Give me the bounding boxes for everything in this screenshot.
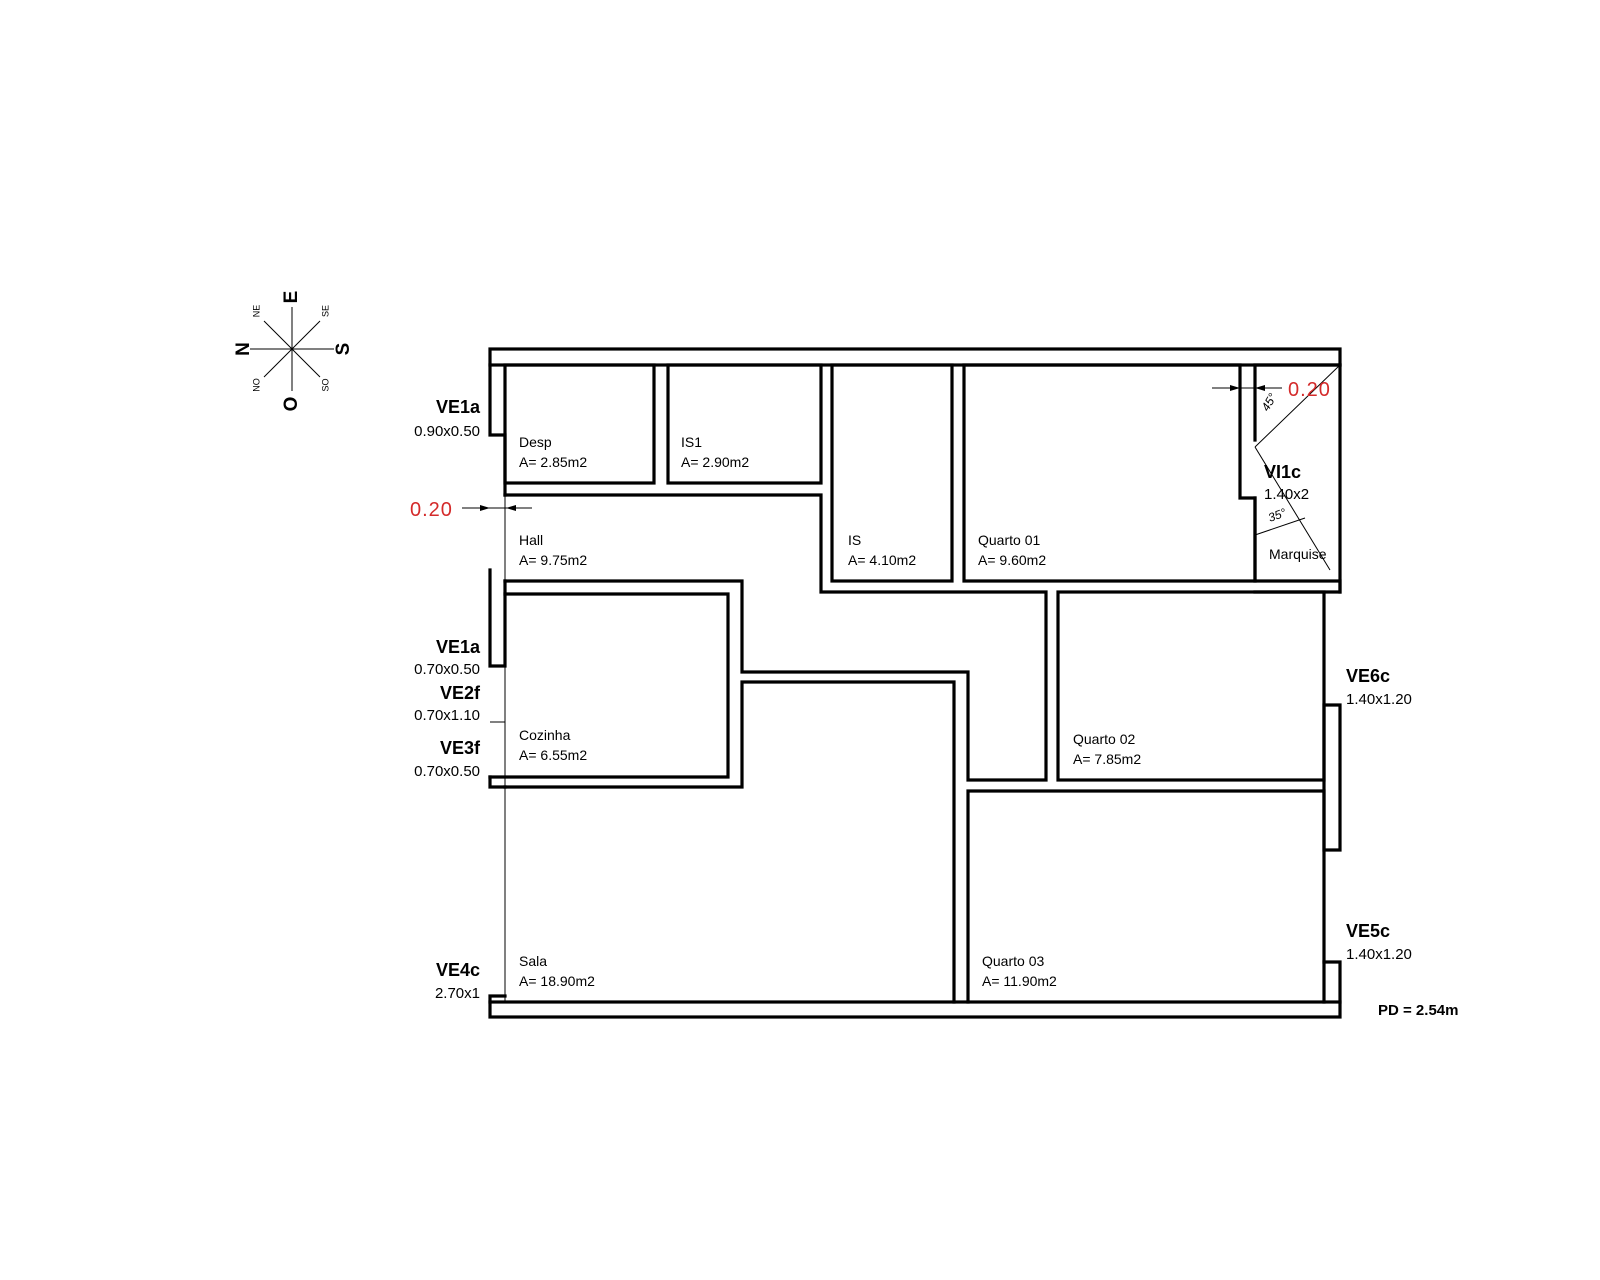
window-size: 1.40x1.20 bbox=[1346, 691, 1412, 708]
window-size: 2.70x1 bbox=[435, 985, 480, 1002]
room-name: Quarto 01 bbox=[978, 532, 1040, 548]
compass-diagonal-2 bbox=[263, 320, 321, 378]
window-size: 0.90x0.50 bbox=[414, 423, 480, 440]
window-code: VE3f bbox=[440, 738, 481, 758]
dimension-label-right: 0.20 bbox=[1288, 379, 1331, 401]
compass-se: SE bbox=[320, 305, 330, 317]
wall-left-mid bbox=[488, 568, 507, 668]
room-name: Sala bbox=[519, 953, 547, 969]
dim-arrow-right-2 bbox=[1255, 385, 1265, 391]
wall-sala bbox=[503, 680, 956, 1004]
window-code: VE2f bbox=[440, 683, 481, 703]
window-size: 0.70x1.10 bbox=[414, 707, 480, 724]
wall-right-ve5c bbox=[1322, 960, 1342, 1004]
window-code: VE4c bbox=[436, 960, 480, 980]
room-name: Cozinha bbox=[519, 727, 571, 743]
dimension-left: 0.20 bbox=[410, 499, 532, 521]
window-label-vi1c: VI1c 1.40x2 bbox=[1264, 462, 1309, 503]
window-code: VE1a bbox=[436, 637, 481, 657]
wall-right-ve6c bbox=[1322, 703, 1342, 852]
room-area: A= 11.90m2 bbox=[982, 973, 1057, 989]
wall-quarto02 bbox=[1056, 590, 1326, 782]
wall-hall bbox=[503, 493, 1048, 782]
window-size: 0.70x0.50 bbox=[414, 661, 480, 678]
dimension-right: 0.20 bbox=[1212, 379, 1331, 401]
room-label-is: IS A= 4.10m2 bbox=[848, 532, 916, 568]
room-area: A= 2.85m2 bbox=[519, 454, 587, 470]
wall-bottom bbox=[488, 1000, 1342, 1019]
window-code: VE5c bbox=[1346, 921, 1390, 941]
window-size: 1.40x1.20 bbox=[1346, 946, 1412, 963]
window-code: VE1a bbox=[436, 397, 481, 417]
window-label-ve5c: VE5c 1.40x1.20 bbox=[1346, 921, 1412, 963]
ceiling-height-note: PD = 2.54m bbox=[1378, 1002, 1458, 1019]
room-name: Quarto 02 bbox=[1073, 731, 1135, 747]
room-area: A= 6.55m2 bbox=[519, 747, 587, 763]
angle-45: 45° bbox=[1258, 391, 1279, 414]
room-label-sala: Sala A= 18.90m2 bbox=[519, 953, 595, 989]
wall-quarto03 bbox=[966, 789, 1326, 1004]
room-label-cozinha: Cozinha A= 6.55m2 bbox=[519, 727, 587, 763]
wall-is bbox=[830, 363, 954, 583]
angle-arc-line bbox=[1254, 517, 1306, 536]
room-area: A= 4.10m2 bbox=[848, 552, 916, 568]
room-label-hall: Hall A= 9.75m2 bbox=[519, 532, 587, 568]
compass-n: N bbox=[233, 342, 254, 356]
room-name-marquise: Marquise bbox=[1269, 546, 1327, 562]
dim-arrow-right-1 bbox=[1230, 385, 1240, 391]
window-label-ve2f: VE2f 0.70x1.10 bbox=[414, 683, 481, 724]
wall-cozinha bbox=[488, 592, 730, 779]
room-area: A= 9.60m2 bbox=[978, 552, 1046, 568]
dimension-label-left: 0.20 bbox=[410, 499, 453, 521]
room-name: IS bbox=[848, 532, 861, 548]
wall-left-bottom bbox=[488, 994, 507, 1004]
wall-left-upper bbox=[488, 363, 507, 497]
compass-no: NO bbox=[251, 378, 261, 392]
room-walls bbox=[488, 363, 1342, 1004]
wall-quarto01 bbox=[962, 363, 1257, 583]
room-name: IS1 bbox=[681, 434, 702, 450]
room-area: A= 18.90m2 bbox=[519, 973, 595, 989]
compass-rose: N E S O NE SE NO SO bbox=[233, 291, 354, 412]
compass-e: E bbox=[281, 291, 302, 304]
compass-o: O bbox=[281, 397, 302, 412]
vi1c-diagonal-2 bbox=[1254, 446, 1331, 571]
vi1c-diagonal-1 bbox=[1254, 364, 1341, 448]
room-label-quarto03: Quarto 03 A= 11.90m2 bbox=[982, 953, 1057, 989]
window-size: 1.40x2 bbox=[1264, 486, 1309, 503]
window-label-ve1a-top: VE1a 0.90x0.50 bbox=[414, 397, 481, 440]
window-size: 0.70x0.50 bbox=[414, 763, 480, 780]
dim-arrow-left-2 bbox=[506, 505, 516, 511]
wall-desp bbox=[503, 363, 656, 485]
window-label-ve3f: VE3f 0.70x0.50 bbox=[414, 738, 481, 780]
window-label-ve4c: VE4c 2.70x1 bbox=[435, 960, 480, 1002]
wall-top bbox=[488, 347, 1342, 367]
room-name: Desp bbox=[519, 434, 552, 450]
compass-s: S bbox=[333, 343, 354, 356]
room-label-quarto01: Quarto 01 A= 9.60m2 bbox=[978, 532, 1046, 568]
room-label-is1: IS1 A= 2.90m2 bbox=[681, 434, 749, 470]
angle-35: 35° bbox=[1266, 505, 1288, 524]
window-label-ve6c: VE6c 1.40x1.20 bbox=[1346, 666, 1412, 708]
room-name: Quarto 03 bbox=[982, 953, 1044, 969]
room-area: A= 9.75m2 bbox=[519, 552, 587, 568]
dim-arrow-left-1 bbox=[480, 505, 490, 511]
room-area: A= 2.90m2 bbox=[681, 454, 749, 470]
compass-so: SO bbox=[320, 378, 330, 391]
wall-left-lower bbox=[488, 775, 507, 789]
room-name: Hall bbox=[519, 532, 543, 548]
window-label-ve1a-mid: VE1a 0.70x0.50 bbox=[414, 637, 481, 678]
room-label-quarto02: Quarto 02 A= 7.85m2 bbox=[1073, 731, 1141, 767]
compass-ne: NE bbox=[251, 305, 261, 318]
window-code: VE6c bbox=[1346, 666, 1390, 686]
room-label-desp: Desp A= 2.85m2 bbox=[519, 434, 587, 470]
room-area: A= 7.85m2 bbox=[1073, 751, 1141, 767]
window-code: VI1c bbox=[1264, 462, 1301, 482]
wall-is1 bbox=[666, 363, 823, 485]
